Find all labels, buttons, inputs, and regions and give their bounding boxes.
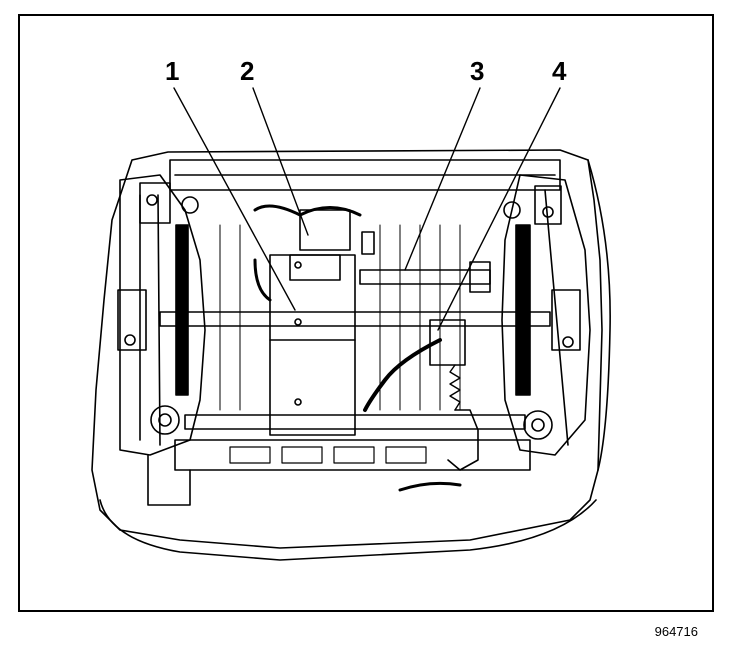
right-front-pivot-center (531, 418, 545, 432)
leader-line-1 (173, 87, 296, 311)
motor-rod-end (469, 261, 491, 293)
center-module-top (289, 254, 341, 281)
right-rear-bracket (534, 185, 562, 225)
left-front-pivot-center (158, 413, 172, 427)
right-rear-bolt (542, 206, 554, 218)
harness-connector-small (361, 231, 375, 255)
switch-housing (429, 319, 466, 366)
left-coil-spring (175, 224, 189, 396)
front-connector-cable (398, 481, 462, 492)
right-rear-pivot (503, 201, 521, 219)
left-track-rail-inner (157, 194, 161, 446)
seat-cushion-front-lip (99, 499, 597, 561)
left-rear-bolt (146, 194, 158, 206)
right-front-bolt (562, 336, 574, 348)
seat-cushion-outline (91, 149, 603, 549)
left-front-bolt (124, 334, 136, 346)
left-front-bracket (117, 289, 147, 351)
cable (363, 338, 442, 412)
left-seat-track (119, 174, 206, 456)
figure-id: 964716 (654, 624, 698, 639)
leader-line-3 (404, 87, 481, 271)
callout-2: 2 (240, 56, 255, 86)
leader-line-4 (437, 87, 561, 331)
wiring-harness-branch (253, 258, 272, 302)
callout-4: 4 (552, 56, 567, 86)
right-front-bracket (551, 289, 581, 351)
front-tube-slots (229, 446, 427, 464)
center-module-screw-1 (294, 261, 302, 269)
left-front-pivot (150, 405, 180, 435)
leader-line-2 (252, 87, 309, 236)
seat-pan-slats (219, 224, 461, 411)
left-front-latch (147, 454, 191, 506)
left-rear-pivot (181, 196, 199, 214)
rear-cross-member (169, 159, 561, 191)
right-seat-track (501, 174, 591, 456)
right-track-rail (544, 189, 569, 446)
right-front-pivot (523, 410, 553, 440)
callout-1: 1 (165, 56, 180, 86)
center-module (269, 254, 356, 436)
center-module-screw-2 (294, 318, 302, 326)
harness-connector (299, 209, 351, 251)
center-module-screw-3 (294, 398, 302, 406)
left-rear-bracket (139, 182, 171, 224)
front-latch (447, 409, 479, 471)
seat-cushion-right-side (587, 159, 611, 471)
front-tube (174, 439, 531, 471)
right-coil-spring (515, 224, 531, 396)
callout-3: 3 (470, 56, 485, 86)
switch-spring (449, 364, 461, 411)
illustration-frame (18, 14, 714, 612)
